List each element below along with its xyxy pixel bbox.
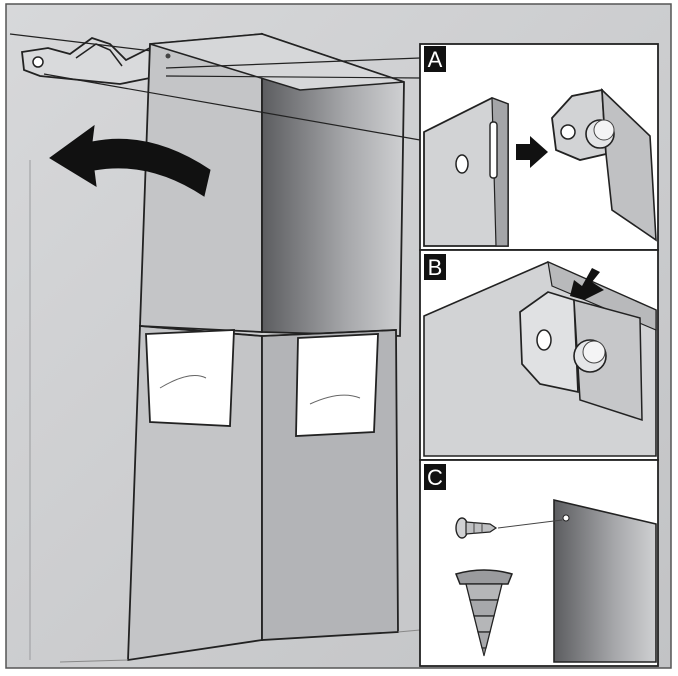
leader-line <box>165 75 421 79</box>
label-a-badge <box>424 46 446 72</box>
label-c-badge <box>424 464 446 490</box>
panel-b-label: B <box>428 255 443 280</box>
detail-panel-c: C <box>419 459 659 667</box>
wall-plug-icon <box>454 569 514 657</box>
protective-paper-left <box>145 329 235 427</box>
leader-line <box>43 73 421 141</box>
detail-panel-b: B <box>419 249 659 461</box>
protective-paper-right <box>295 333 379 437</box>
leader-line <box>497 519 563 529</box>
label-b-badge <box>424 254 446 280</box>
arrow-left-icon <box>49 124 211 197</box>
screw-icon <box>455 517 498 539</box>
leader-line <box>165 57 421 69</box>
chimney-upper <box>139 32 405 337</box>
panel-a-label: A <box>428 47 443 72</box>
detail-panel-a: A <box>419 43 659 251</box>
panel-c-label: C <box>427 465 443 490</box>
